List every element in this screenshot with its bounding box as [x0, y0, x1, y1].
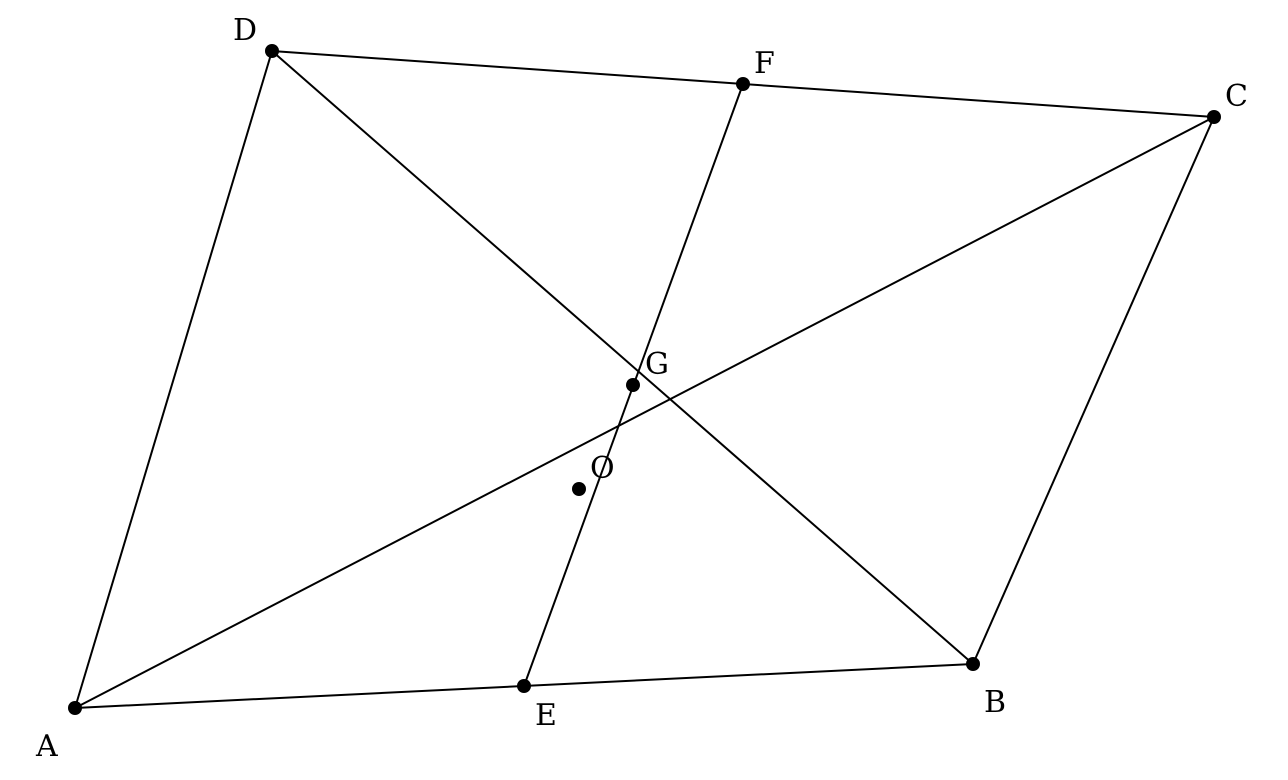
label-o: O [590, 451, 615, 486]
point-o [572, 482, 586, 496]
label-b: B [984, 685, 1006, 720]
point-g [626, 378, 640, 392]
label-g: G [645, 347, 669, 382]
segment-da [74, 50, 273, 709]
points-layer [68, 44, 1221, 715]
label-e: E [535, 698, 557, 733]
point-f [736, 77, 750, 91]
label-f: F [754, 46, 775, 81]
point-e [517, 679, 531, 693]
segment-db [271, 50, 974, 665]
segment-ac [74, 116, 1215, 709]
label-c: C [1225, 79, 1248, 114]
labels-layer: A B C D E F G O [35, 13, 1248, 764]
point-b [966, 657, 980, 671]
point-a [68, 701, 82, 715]
label-d: D [233, 13, 257, 48]
point-d [265, 44, 279, 58]
label-a: A [35, 729, 58, 764]
point-c [1207, 110, 1221, 124]
segment-bc [972, 116, 1215, 665]
